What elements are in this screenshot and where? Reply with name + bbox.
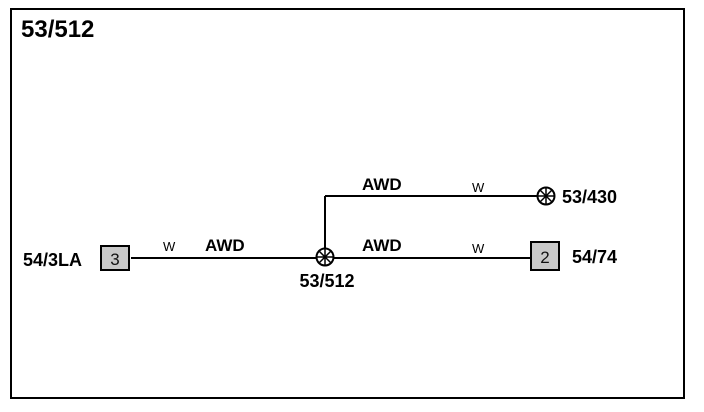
diagram-title: 53/512 xyxy=(21,16,95,43)
wire-color-right: W xyxy=(472,241,485,256)
connector-pin-2: 2 xyxy=(540,248,549,267)
wire-code-right: AWD xyxy=(362,236,402,255)
diagram-frame xyxy=(10,8,685,399)
splice-label: 53/512 xyxy=(299,271,354,291)
wire-color-top: W xyxy=(472,180,485,195)
connector-pin-3: 3 xyxy=(110,250,119,269)
ground-point-icon xyxy=(536,186,556,206)
wire-color-left: W xyxy=(163,239,176,254)
splice-icon xyxy=(315,247,335,267)
connector-54-74 xyxy=(530,241,560,271)
connector-label-54-74: 54/74 xyxy=(572,247,617,267)
wire-code-top: AWD xyxy=(362,175,402,194)
ground-point-label: 53/430 xyxy=(562,187,617,207)
connector-label-54-3la: 54/3LA xyxy=(23,250,82,270)
wire-code-left: AWD xyxy=(205,236,245,255)
connector-54-3la xyxy=(100,245,130,271)
